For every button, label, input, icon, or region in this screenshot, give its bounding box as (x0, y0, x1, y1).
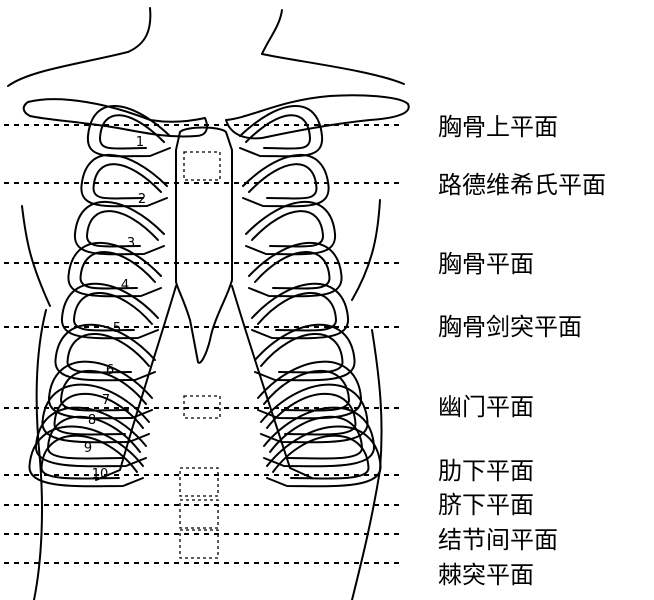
rib-left-inner (79, 251, 156, 290)
plane-label-ludwig: 路德维希氏平面 (438, 171, 606, 199)
plane-label-sternal: 胸骨平面 (438, 250, 534, 278)
rib-number-6: 6 (106, 363, 114, 378)
rib-right-inner (266, 392, 357, 436)
rib-right-outer (266, 425, 382, 488)
rib-number-3: 3 (127, 236, 135, 251)
rib-left-outer (54, 323, 156, 382)
rib-right-outer (260, 383, 369, 444)
plane-label-xiphisternal: 胸骨剑突平面 (438, 313, 582, 341)
rib-right-outer (248, 241, 343, 298)
plane-label-spinous: 棘突平面 (438, 561, 534, 589)
rib-left-outer (41, 383, 150, 444)
plane-label-transpyloric: 幽门平面 (438, 393, 534, 421)
rib-left-inner (92, 163, 162, 200)
plane-label-subcostal: 肋下平面 (438, 457, 534, 485)
costal-margin-left (95, 285, 177, 481)
costal-margin-right (231, 285, 313, 479)
rib-right-inner (245, 114, 311, 150)
rib-right-inner (272, 434, 370, 480)
rib-left-inner (73, 292, 153, 332)
rib-left-inner (53, 392, 144, 436)
rib-left-outer (67, 241, 162, 298)
ribs-right (231, 105, 382, 488)
rib-left-outer (60, 282, 159, 340)
ribs-left (28, 105, 177, 488)
body-outline (7, 7, 405, 600)
rib-right-inner (251, 210, 324, 248)
rib-number-8: 8 (88, 413, 96, 428)
sternum (175, 126, 233, 364)
rib-number-7: 7 (102, 393, 110, 408)
rib-numbers: 1 2 3 4 5 6 78 910 (84, 135, 146, 482)
rib-left-outer (28, 425, 144, 488)
plane-label-infraumbilical: 脐下平面 (438, 491, 534, 519)
rib-number-5: 5 (113, 321, 121, 336)
rib-left-outer (80, 153, 168, 208)
plane-label-suprasternal: 胸骨上平面 (438, 113, 558, 141)
rib-number-2: 2 (138, 192, 146, 207)
rib-right-outer (254, 323, 356, 382)
rib-number-9: 9 (84, 441, 92, 456)
plane-label-intertubercular: 结节间平面 (438, 526, 558, 554)
vertebra-boxes (179, 151, 221, 559)
rib-number-4: 4 (121, 278, 129, 293)
rib-right-outer (242, 153, 330, 208)
clavicles (22, 94, 410, 140)
rib-right-outer (251, 282, 350, 340)
plane-lines (4, 124, 404, 564)
rib-left-inner (86, 210, 159, 248)
rib-left-inner (47, 415, 141, 460)
rib-left-inner (40, 434, 138, 480)
rib-left-inner (99, 114, 165, 150)
rib-right-inner (263, 369, 350, 412)
rib-right-inner (248, 163, 318, 200)
rib-right-inner (269, 415, 363, 460)
rib-right-outer (257, 360, 363, 420)
rib-number-1: 1 (136, 135, 144, 150)
rib-right-inner (254, 251, 331, 290)
rib-right-inner (257, 292, 337, 332)
rib-number-10: 10 (92, 467, 109, 482)
rib-left-outer (47, 360, 153, 420)
